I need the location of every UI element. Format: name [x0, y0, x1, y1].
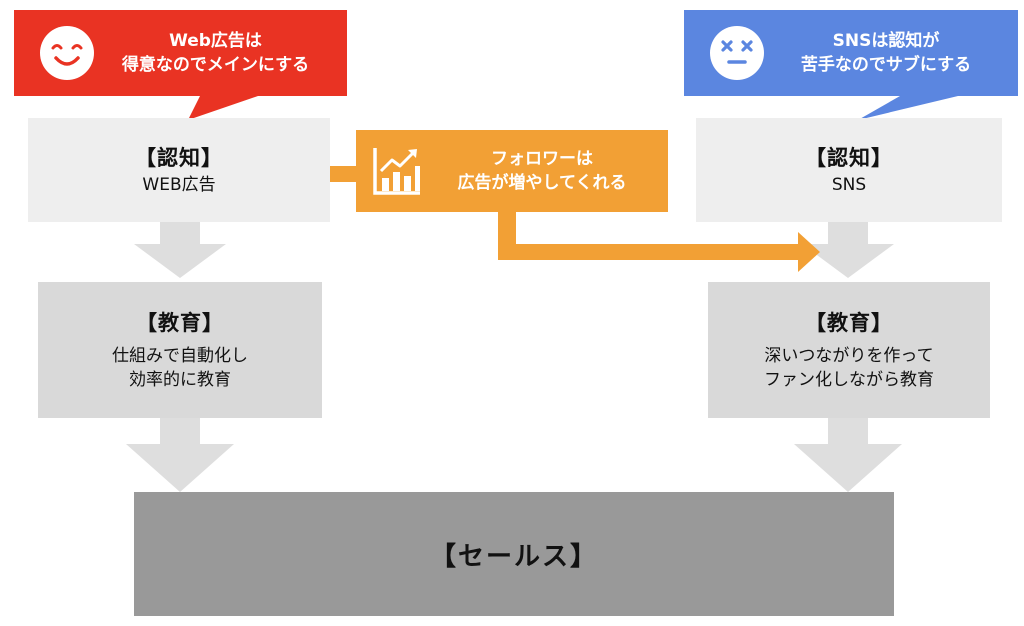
right-bubble-line1: SNSは認知が: [832, 31, 940, 51]
arrow-left-awareness-to-education: [134, 222, 226, 278]
left-bubble-line2: 得意なのでメインにする: [121, 55, 310, 75]
left-speech-bubble: Web広告は 得意なのでメインにする: [14, 10, 347, 96]
left-education-line2: 効率的に教育: [129, 370, 231, 390]
right-awareness-title: 【認知】: [805, 146, 893, 170]
right-speech-bubble: SNSは認知が 苦手なのでサブにする: [684, 10, 1018, 96]
callout-connector-arrow: [498, 210, 820, 272]
sales-label: 【セールス】: [429, 541, 598, 572]
arrow-left-education-to-sales: [126, 418, 234, 492]
right-education-line2: ファン化しながら教育: [764, 370, 934, 390]
dizzy-face-icon: [710, 26, 764, 80]
smiling-face-icon: [40, 26, 94, 80]
arrow-right-education-to-sales: [794, 418, 902, 492]
sales-box: 【セールス】: [134, 492, 894, 616]
left-education-box: 【教育】 仕組みで自動化し 効率的に教育: [38, 282, 322, 418]
left-education-line1: 仕組みで自動化し: [112, 346, 248, 366]
arrow-right-awareness-to-education: [802, 222, 894, 278]
left-bubble-tail: [188, 96, 258, 120]
callout-connector-left: [330, 166, 358, 182]
left-education-title: 【教育】: [136, 311, 224, 335]
right-education-title: 【教育】: [805, 311, 893, 335]
right-education-line1: 深いつながりを作って: [764, 346, 934, 366]
right-awareness-body: SNS: [831, 175, 867, 195]
right-awareness-box: 【認知】 SNS: [696, 118, 1002, 222]
growth-chart-icon: [370, 144, 424, 198]
right-bubble-tail: [858, 96, 958, 120]
left-bubble-line1: Web広告は: [169, 31, 262, 51]
callout-line1: フォロワーは: [491, 149, 593, 169]
callout-line2: 広告が増やしてくれる: [457, 173, 627, 193]
follower-callout: フォロワーは 広告が増やしてくれる: [356, 130, 668, 212]
right-bubble-line2: 苦手なのでサブにする: [800, 55, 972, 75]
left-awareness-box: 【認知】 WEB広告: [28, 118, 330, 222]
left-awareness-title: 【認知】: [135, 146, 223, 170]
left-awareness-body: WEB広告: [142, 175, 216, 195]
right-education-box: 【教育】 深いつながりを作って ファン化しながら教育: [708, 282, 990, 418]
